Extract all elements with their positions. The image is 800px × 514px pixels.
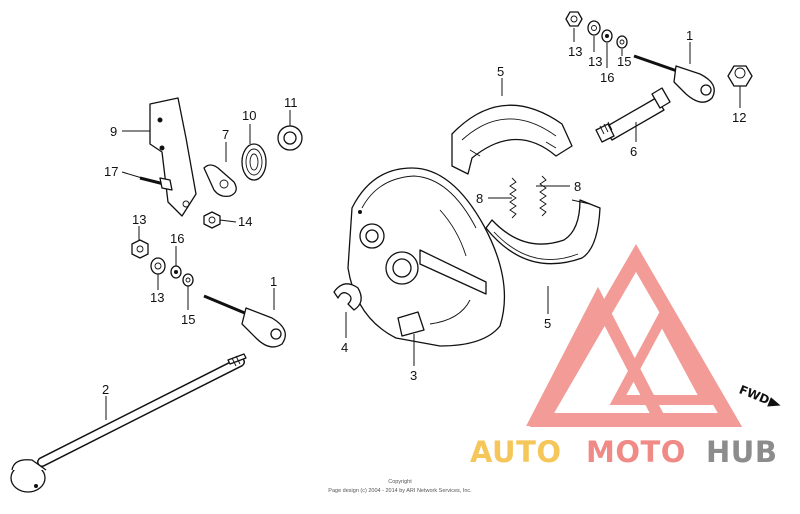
bolt-17: [139, 176, 173, 191]
fwd-label: FWD: [737, 383, 771, 408]
brake-shoe-lower: [485, 199, 601, 265]
callout-5: 5: [544, 316, 551, 331]
callout-11: 11: [284, 95, 298, 110]
nut-14: [203, 211, 221, 229]
dust-seal: [277, 125, 303, 151]
forward-direction-indicator: FWD: [737, 383, 781, 408]
callout-15: 15: [617, 54, 631, 69]
return-spring: [241, 143, 267, 181]
collar-nut-12: [727, 65, 753, 87]
callout-8: 8: [574, 179, 581, 194]
leader-lines: [105, 28, 741, 420]
brake-arm: [203, 164, 237, 198]
spring-washer-left-16: [170, 265, 182, 279]
brake-cam: [595, 87, 671, 143]
copyright-line1: Copyright: [388, 479, 412, 485]
callout-8: 8: [476, 191, 483, 206]
callout-4: 4: [341, 340, 348, 355]
callout-labels: 13 13 16 15 1 12 6 5 8 8 5 9 7 10 11 17 …: [102, 28, 746, 397]
shoe-spring-right: [539, 175, 547, 217]
callout-12: 12: [732, 110, 746, 125]
retainer-clip: [333, 283, 362, 311]
arrow-right-icon: [767, 397, 781, 407]
shoe-spring-left: [509, 177, 517, 219]
callout-10: 10: [242, 108, 256, 123]
rear-axle: [10, 353, 247, 493]
callout-17: 17: [104, 164, 118, 179]
callout-16: 16: [170, 231, 184, 246]
callout-5: 5: [497, 64, 504, 79]
brake-shoe-upper: [451, 104, 573, 175]
watermark-part-auto: AUTO: [470, 435, 562, 469]
callout-13: 13: [588, 54, 602, 69]
callout-7: 7: [222, 127, 229, 142]
brake-panel: [347, 167, 506, 347]
callout-15: 15: [181, 312, 195, 327]
callout-1: 1: [686, 28, 693, 43]
adjuster-nut-left-13: [131, 239, 149, 259]
callout-14: 14: [238, 214, 252, 229]
spring-washer-right-16: [601, 29, 613, 43]
copyright-line2: Page design (c) 2004 - 2014 by ARI Netwo…: [328, 488, 472, 494]
callout-13: 13: [150, 290, 164, 305]
watermark-logo: [526, 244, 743, 427]
callout-6: 6: [630, 144, 637, 159]
washer-left-15: [182, 273, 194, 287]
chain-adjuster-left: [203, 294, 286, 348]
lock-nut-left-13: [150, 257, 166, 275]
callout-9: 9: [110, 124, 117, 139]
callout-16: 16: [600, 70, 614, 85]
washer-right-15: [616, 35, 628, 49]
callout-1: 1: [270, 274, 277, 289]
adjuster-nut-right-13: [565, 11, 583, 27]
watermark-part-hub: HUB: [706, 435, 777, 469]
chain-adjuster-right: [633, 54, 715, 103]
stopper-arm: [149, 97, 197, 217]
watermark-part-moto: MOTO: [586, 435, 686, 469]
lock-nut-right-13: [587, 20, 601, 36]
callout-2: 2: [102, 382, 109, 397]
callout-13: 13: [132, 212, 146, 227]
watermark-text: AUTO MOTO HUB: [470, 435, 777, 469]
callout-3: 3: [410, 368, 417, 383]
callout-13: 13: [568, 44, 582, 59]
